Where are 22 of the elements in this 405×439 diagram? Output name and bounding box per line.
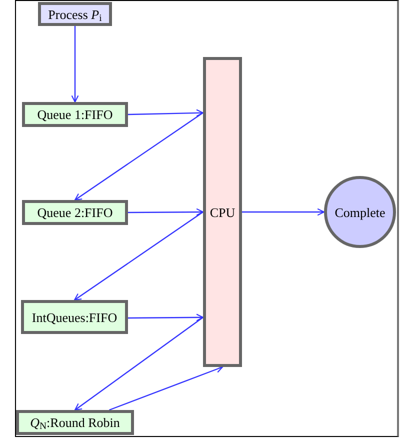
arrow	[74, 212, 204, 301]
arrow	[109, 366, 224, 411]
node-label: Queue 1:FIFO	[37, 108, 113, 121]
node-label: Q$_{N}$:Round Robin	[30, 416, 120, 429]
cpu-box	[203, 57, 242, 367]
arrow	[242, 208, 325, 216]
arrow	[74, 112, 204, 201]
node-label: Complete	[334, 206, 386, 218]
arrow	[128, 208, 204, 216]
node-label: CPU	[210, 206, 236, 218]
process-box	[38, 2, 112, 26]
queue-box	[16, 410, 134, 435]
arrow	[128, 109, 204, 117]
queue-box	[22, 200, 128, 225]
arrow	[128, 314, 204, 322]
node-label: Queue 2:FIFO	[37, 206, 113, 219]
arrow	[74, 316, 204, 411]
queue-box	[22, 102, 128, 127]
node-label: IntQueues:FIFO	[32, 310, 118, 324]
node-label: Process P$_{i}$	[48, 8, 102, 20]
arrow	[71, 26, 79, 103]
queue-box	[21, 300, 128, 334]
